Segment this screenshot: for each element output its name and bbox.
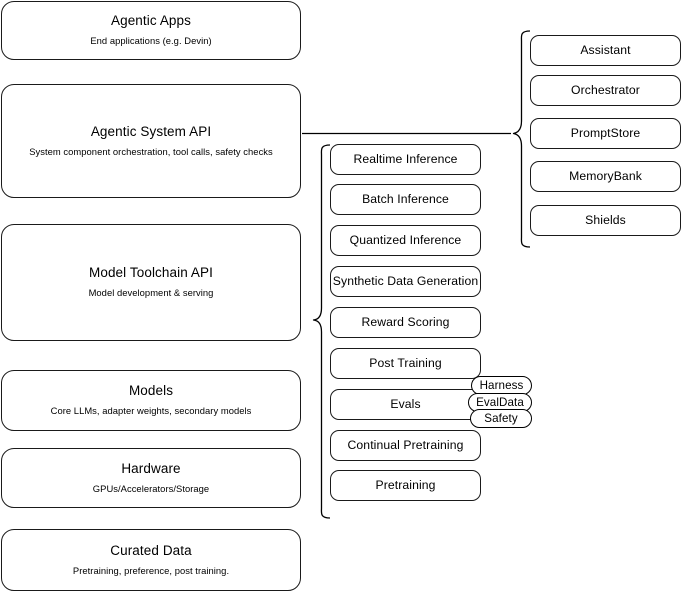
layer-card-hardware[interactable]: Hardware GPUs/Accelerators/Storage bbox=[1, 448, 301, 508]
item-label: MemoryBank bbox=[569, 169, 642, 184]
pill-label: EvalData bbox=[476, 396, 524, 409]
item-label: Synthetic Data Generation bbox=[332, 274, 479, 289]
layer-card-curated-data[interactable]: Curated Data Pretraining, preference, po… bbox=[1, 529, 301, 591]
layer-title: Hardware bbox=[121, 460, 181, 476]
toolchain-item-reward-scoring[interactable]: Reward Scoring bbox=[330, 307, 481, 338]
toolchain-item-realtime-inference[interactable]: Realtime Inference bbox=[330, 144, 481, 175]
layer-title: Models bbox=[128, 383, 174, 399]
toolchain-item-pretraining[interactable]: Pretraining bbox=[330, 470, 481, 501]
item-label: Continual Pretraining bbox=[347, 438, 464, 453]
system-item-orchestrator[interactable]: Orchestrator bbox=[530, 75, 681, 106]
eval-pill-safety[interactable]: Safety bbox=[470, 409, 532, 428]
layer-title: Model Toolchain API bbox=[89, 265, 213, 281]
layer-subtitle: Model development & serving bbox=[88, 287, 214, 299]
system-item-promptstore[interactable]: PromptStore bbox=[530, 118, 681, 149]
item-label: Shields bbox=[585, 213, 626, 228]
layer-card-model-toolchain-api[interactable]: Model Toolchain API Model development & … bbox=[1, 224, 301, 341]
item-label: Assistant bbox=[580, 43, 631, 58]
toolchain-item-batch-inference[interactable]: Batch Inference bbox=[330, 184, 481, 215]
layer-subtitle: Core LLMs, adapter weights, secondary mo… bbox=[50, 405, 252, 417]
system-item-shields[interactable]: Shields bbox=[530, 205, 681, 236]
layer-title: Curated Data bbox=[110, 542, 192, 558]
item-label: Pretraining bbox=[375, 478, 436, 493]
toolchain-item-post-training[interactable]: Post Training bbox=[330, 348, 481, 379]
layer-subtitle: End applications (e.g. Devin) bbox=[90, 35, 212, 47]
pill-label: Safety bbox=[484, 412, 518, 425]
layer-title: Agentic System API bbox=[90, 123, 212, 139]
toolchain-item-quantized-inference[interactable]: Quantized Inference bbox=[330, 225, 481, 256]
system-item-memorybank[interactable]: MemoryBank bbox=[530, 161, 681, 192]
item-label: Orchestrator bbox=[571, 83, 640, 98]
layer-subtitle: GPUs/Accelerators/Storage bbox=[92, 482, 210, 494]
brace-system bbox=[512, 30, 531, 248]
layer-subtitle: Pretraining, preference, post training. bbox=[72, 564, 230, 576]
brace-toolchain bbox=[312, 144, 331, 519]
layer-title: Agentic Apps bbox=[110, 13, 191, 29]
toolchain-item-continual-pretraining[interactable]: Continual Pretraining bbox=[330, 430, 481, 461]
item-label: Batch Inference bbox=[362, 192, 449, 207]
item-label: PromptStore bbox=[570, 126, 641, 141]
item-label: Quantized Inference bbox=[349, 233, 462, 248]
item-label: Evals bbox=[390, 397, 421, 412]
item-label: Reward Scoring bbox=[361, 315, 450, 330]
system-item-assistant[interactable]: Assistant bbox=[530, 35, 681, 66]
layer-card-agentic-apps[interactable]: Agentic Apps End applications (e.g. Devi… bbox=[1, 1, 301, 60]
toolchain-item-synthetic-data-generation[interactable]: Synthetic Data Generation bbox=[330, 266, 481, 297]
layer-subtitle: System component orchestration, tool cal… bbox=[29, 145, 273, 157]
item-label: Post Training bbox=[369, 356, 442, 371]
item-label: Realtime Inference bbox=[353, 152, 458, 167]
pill-label: Harness bbox=[479, 379, 524, 392]
layer-card-models[interactable]: Models Core LLMs, adapter weights, secon… bbox=[1, 370, 301, 431]
layer-card-agentic-system-api[interactable]: Agentic System API System component orch… bbox=[1, 84, 301, 198]
toolchain-item-evals[interactable]: Evals bbox=[330, 389, 481, 420]
